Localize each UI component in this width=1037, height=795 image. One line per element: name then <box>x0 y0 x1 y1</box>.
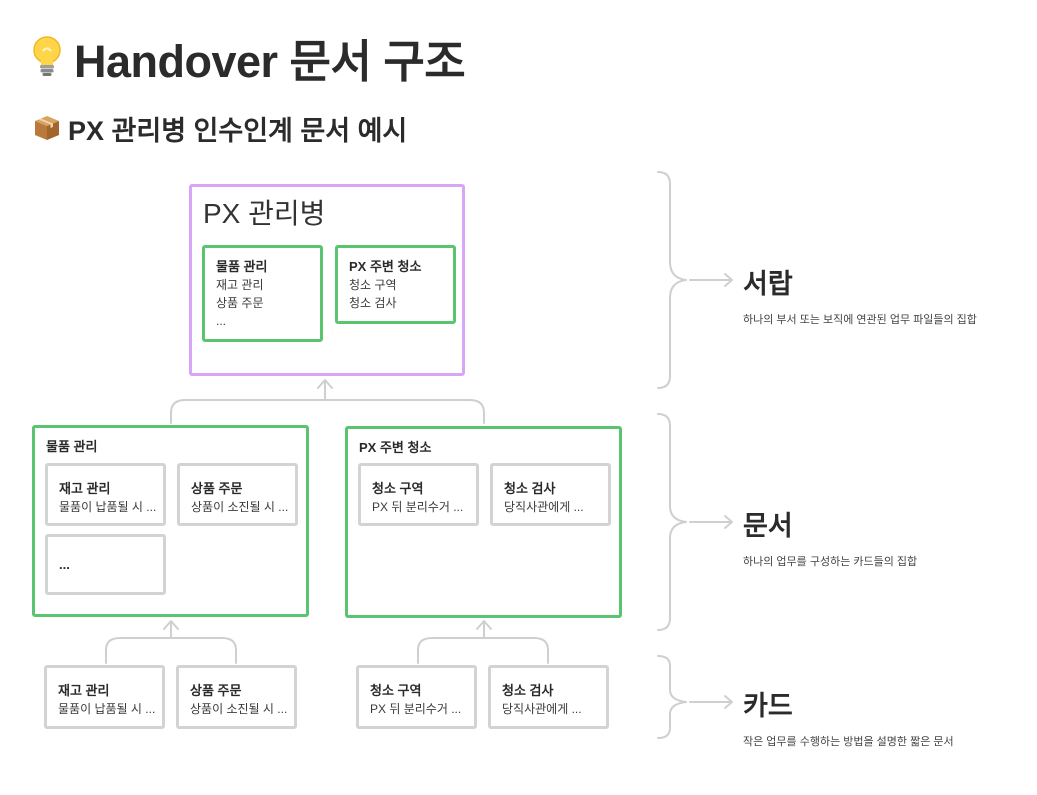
card-4-text: 당직사관에게 ... <box>502 702 582 716</box>
drawer-document-2-title: PX 주변 청소 <box>349 259 422 274</box>
card-1: 재고 관리 물품이 납품될 시 ... <box>44 665 165 729</box>
arrow-up-icon <box>476 620 492 630</box>
level-drawer-title: 서랍 <box>743 269 793 299</box>
level-drawer-desc: 하나의 부서 또는 보직에 연관된 업무 파일들의 집합 <box>743 314 977 326</box>
document-2-card-2-title: 청소 검사 <box>504 481 556 496</box>
connector-documents-to-drawer <box>170 399 485 424</box>
document-1-card-2-text: 상품이 소진될 시 ... <box>191 500 289 514</box>
drawer-document-1-line-1: 재고 관리 <box>216 278 264 292</box>
document-1-card-2: 상품 주문 상품이 소진될 시 ... <box>177 463 298 526</box>
document-2-card-2: 청소 검사 당직사관에게 ... <box>490 463 611 526</box>
document-1-card-3: ... <box>45 534 166 595</box>
card-3-text: PX 뒤 분리수거 ... <box>370 702 462 716</box>
page-title-text: Handover 문서 구조 <box>74 35 466 87</box>
card-2-title: 상품 주문 <box>190 683 242 698</box>
card-3-title: 청소 구역 <box>370 683 422 698</box>
level-drawer: 서랍 하나의 부서 또는 보직에 연관된 업무 파일들의 집합 <box>743 262 977 327</box>
arrow-right-icon <box>689 273 733 287</box>
bracket-document-level <box>657 413 687 631</box>
card-4: 청소 검사 당직사관에게 ... <box>488 665 609 729</box>
arrow-right-icon <box>689 515 733 529</box>
level-document: 문서 하나의 업무를 구성하는 카드들의 집합 <box>743 504 917 569</box>
drawer-document-2-line-2: 청소 검사 <box>349 296 397 310</box>
drawer-document-1: 물품 관리 재고 관리 상품 주문 ... <box>202 245 323 342</box>
drawer-document-1-line-2: 상품 주문 <box>216 296 264 310</box>
page-subtitle: PX 관리병 인수인계 문서 예시 <box>32 108 407 148</box>
drawer-title: PX 관리병 <box>203 198 326 229</box>
bracket-card-level <box>657 655 687 739</box>
drawer-document-2: PX 주변 청소 청소 구역 청소 검사 <box>335 245 456 324</box>
document-box-2: PX 주변 청소 청소 구역 PX 뒤 분리수거 ... 청소 검사 당직사관에… <box>345 426 622 618</box>
arrow-up-icon <box>317 379 333 389</box>
card-2-text: 상품이 소진될 시 ... <box>190 702 288 716</box>
level-document-desc: 하나의 업무를 구성하는 카드들의 집합 <box>743 556 918 568</box>
document-2-card-1-text: PX 뒤 분리수거 ... <box>372 500 464 514</box>
document-1-card-2-title: 상품 주문 <box>191 481 243 496</box>
document-2-title: PX 주변 청소 <box>359 440 432 455</box>
level-card: 카드 작은 업무를 수행하는 방법을 설명한 짧은 문서 <box>743 684 954 749</box>
card-2: 상품 주문 상품이 소진될 시 ... <box>176 665 297 729</box>
card-4-title: 청소 검사 <box>502 683 554 698</box>
document-1-card-1-title: 재고 관리 <box>59 481 111 496</box>
document-2-card-1-title: 청소 구역 <box>372 481 424 496</box>
level-card-desc: 작은 업무를 수행하는 방법을 설명한 짧은 문서 <box>743 736 954 748</box>
document-1-card-1-text: 물품이 납품될 시 ... <box>59 500 157 514</box>
drawer-document-1-title: 물품 관리 <box>216 259 268 274</box>
document-1-title: 물품 관리 <box>46 439 98 454</box>
card-1-title: 재고 관리 <box>58 683 110 698</box>
card-3: 청소 구역 PX 뒤 분리수거 ... <box>356 665 477 729</box>
drawer-document-2-line-1: 청소 구역 <box>349 278 397 292</box>
document-box-1: 물품 관리 재고 관리 물품이 납품될 시 ... 상품 주문 상품이 소진될 … <box>32 425 309 617</box>
document-1-card-1: 재고 관리 물품이 납품될 시 ... <box>45 463 166 526</box>
drawer-document-1-line-3: ... <box>216 314 227 328</box>
connector-cards-to-document-1 <box>105 637 237 664</box>
document-2-card-2-text: 당직사관에게 ... <box>504 500 584 514</box>
document-2-card-1: 청소 구역 PX 뒤 분리수거 ... <box>358 463 479 526</box>
level-card-title: 카드 <box>743 691 793 721</box>
arrow-up-icon <box>163 620 179 630</box>
level-document-title: 문서 <box>743 511 793 541</box>
bracket-drawer-level <box>657 171 687 389</box>
lightbulb-icon <box>30 34 64 80</box>
page-subtitle-text: PX 관리병 인수인계 문서 예시 <box>68 115 408 146</box>
package-icon <box>32 113 62 143</box>
document-1-card-3-title: ... <box>59 557 70 572</box>
page-title: Handover 문서 구조 <box>30 26 466 88</box>
drawer-box: PX 관리병 물품 관리 재고 관리 상품 주문 ... PX 주변 청소 청소… <box>189 184 465 376</box>
connector-cards-to-document-2 <box>417 637 549 664</box>
card-1-text: 물품이 납품될 시 ... <box>58 702 156 716</box>
arrow-right-icon <box>689 695 733 709</box>
